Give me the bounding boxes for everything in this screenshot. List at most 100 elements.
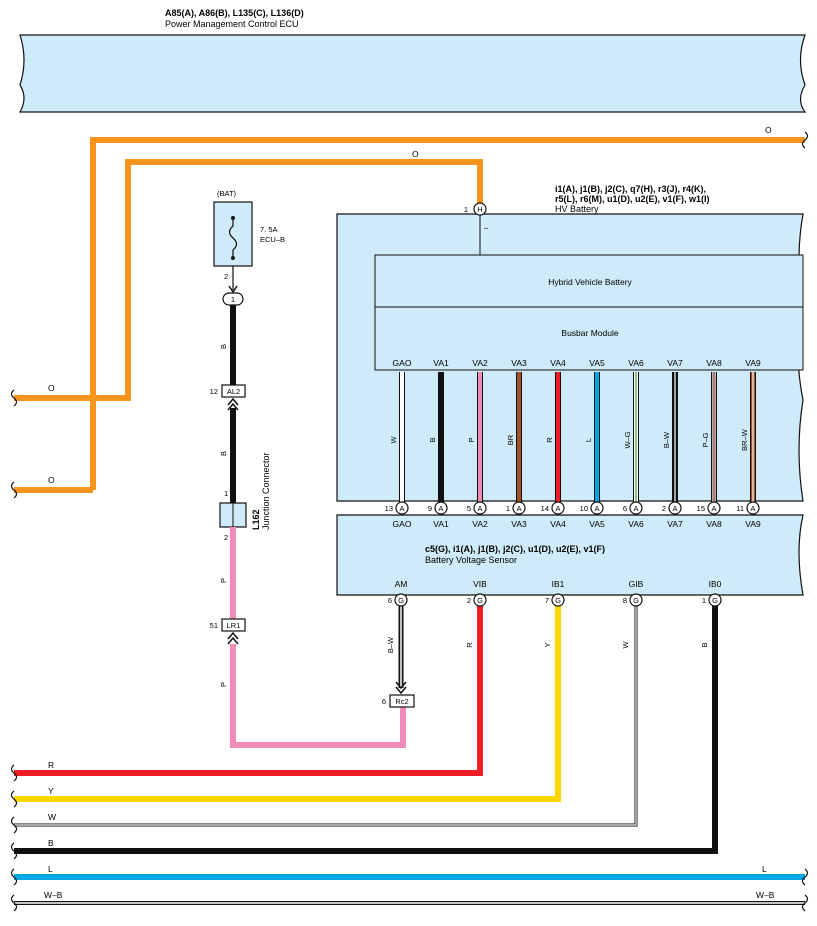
busbar-terminal-connector	[473, 501, 487, 515]
busbar-terminal-pin: 15	[697, 504, 705, 513]
wire-label-o-h: O	[412, 149, 419, 159]
sensor-terminal-letter: G	[398, 596, 404, 605]
fuse-name: ECU–B	[260, 235, 285, 244]
connector-h-letter: H	[477, 205, 482, 214]
busbar-terminal-name-bottom: VA3	[511, 519, 527, 529]
ecu-box	[18, 34, 807, 113]
busbar-terminal-name-bottom: VA5	[589, 519, 605, 529]
sensor-terminal-name: GIB	[629, 579, 644, 589]
busbar-terminal-pin: 1	[506, 504, 510, 513]
busbar-terminal-name-bottom: GAO	[393, 519, 412, 529]
wire-label-b: B	[48, 838, 54, 848]
terminal-sign: –	[484, 223, 489, 232]
busbar-wire-label: B–W	[662, 431, 671, 448]
busbar-terminal-name: VA9	[745, 358, 761, 368]
junction-pin: 1	[231, 295, 235, 304]
busbar-wire-label: L	[584, 438, 593, 442]
busbar-terminal-connector	[707, 501, 721, 515]
sensor-terminal-connector	[551, 593, 565, 607]
sensor-wire-label: Y	[543, 642, 552, 647]
wire-label-l-left: L	[48, 864, 53, 874]
connector-lr1	[221, 618, 246, 632]
orange-wires	[14, 137, 805, 493]
busbar-terminal-name: VA4	[550, 358, 566, 368]
wire-y	[14, 605, 561, 802]
wire-r	[14, 605, 483, 776]
busbar-terminal-pin: 2	[662, 504, 666, 513]
sensor-terminal-pin: 1	[702, 596, 706, 605]
l162-label: L162	[251, 509, 261, 530]
wire-w	[14, 605, 638, 827]
busbar-terminal-connector	[668, 501, 682, 515]
connector-al2	[221, 384, 246, 398]
sensor-wire-label: B	[700, 642, 709, 647]
busbar-terminal-name-bottom: VA2	[472, 519, 488, 529]
busbar-terminal-name: GAO	[393, 358, 412, 368]
busbar-terminal-name-bottom: VA9	[745, 519, 761, 529]
wire-label-wb-right: W–B	[756, 890, 775, 900]
sensor-terminal-letter: G	[712, 596, 718, 605]
wire-label-p1: P	[219, 578, 228, 583]
sensor-terminal-connector	[708, 593, 722, 607]
l162-name: Junction Connector	[261, 452, 271, 530]
connector-lr1-pin: 51	[210, 621, 218, 630]
wire-label-l-right: L	[762, 864, 767, 874]
busbar-terminal-pin: 10	[580, 504, 588, 513]
busbar-terminal-pin: 9	[428, 504, 432, 513]
sensor-terminal-name: VIB	[473, 579, 487, 589]
busbar-terminal-connector	[590, 501, 604, 515]
hv-battery-name: HV Battery	[555, 204, 599, 214]
connector-rc2	[389, 694, 415, 708]
sensor-terminal-connector	[394, 593, 408, 607]
busbar-terminal-letter: A	[438, 504, 443, 513]
sensor-terminal-letter: G	[633, 596, 639, 605]
connector-lr1-label: LR1	[227, 621, 241, 630]
wire-label-wb-left: W–B	[44, 890, 63, 900]
busbar-terminal-name-bottom: VA4	[550, 519, 566, 529]
connector-rc2-label: Rc2	[395, 697, 408, 706]
left-break-marks	[10, 389, 18, 912]
busbar-terminal-name: VA3	[511, 358, 527, 368]
ecu-codes: A85(A), A86(B), L135(C), L136(D)	[165, 8, 304, 18]
wire-label-y: Y	[48, 786, 54, 796]
busbar-terminal-name: VA6	[628, 358, 644, 368]
busbar-terminal-connector	[434, 501, 448, 515]
battery-voltage-sensor-box	[336, 514, 804, 596]
busbar-terminal-letter: A	[477, 504, 482, 513]
sensor-terminal-name: IB1	[552, 579, 565, 589]
busbar-wire-label: BR	[506, 434, 515, 445]
wire-label-p2: P	[219, 682, 228, 687]
wire-label-r: R	[48, 760, 54, 770]
sensor-wire-label: R	[465, 642, 474, 648]
busbar-wire-label: B	[428, 437, 437, 442]
sensor-terminal-name: IB0	[709, 579, 722, 589]
connector-al2-label: AL2	[227, 387, 240, 396]
busbar-terminal-name: VA7	[667, 358, 683, 368]
fuse-pin: 2	[224, 272, 228, 281]
busbar-module-label: Busbar Module	[561, 328, 618, 338]
wire-b	[14, 605, 718, 854]
sensor-terminal-pin: 2	[467, 596, 471, 605]
busbar-wire-label: P	[467, 437, 476, 442]
busbar-terminal-name: VA5	[589, 358, 605, 368]
hv-battery-codes-2: r5(L), r6(M), u1(D), u2(E), v1(F), w1(I)	[555, 194, 710, 204]
busbar-terminal-pin: 6	[623, 504, 627, 513]
busbar-terminal-letter: A	[711, 504, 716, 513]
busbar-terminal-letter: A	[672, 504, 677, 513]
sensor-terminal-pin: 8	[623, 596, 627, 605]
sensor-name: Battery Voltage Sensor	[425, 555, 517, 565]
sensor-terminal-letter: G	[555, 596, 561, 605]
l162-pin-bottom: 2	[224, 533, 228, 542]
ecu-name: Power Management Control ECU	[165, 19, 299, 29]
